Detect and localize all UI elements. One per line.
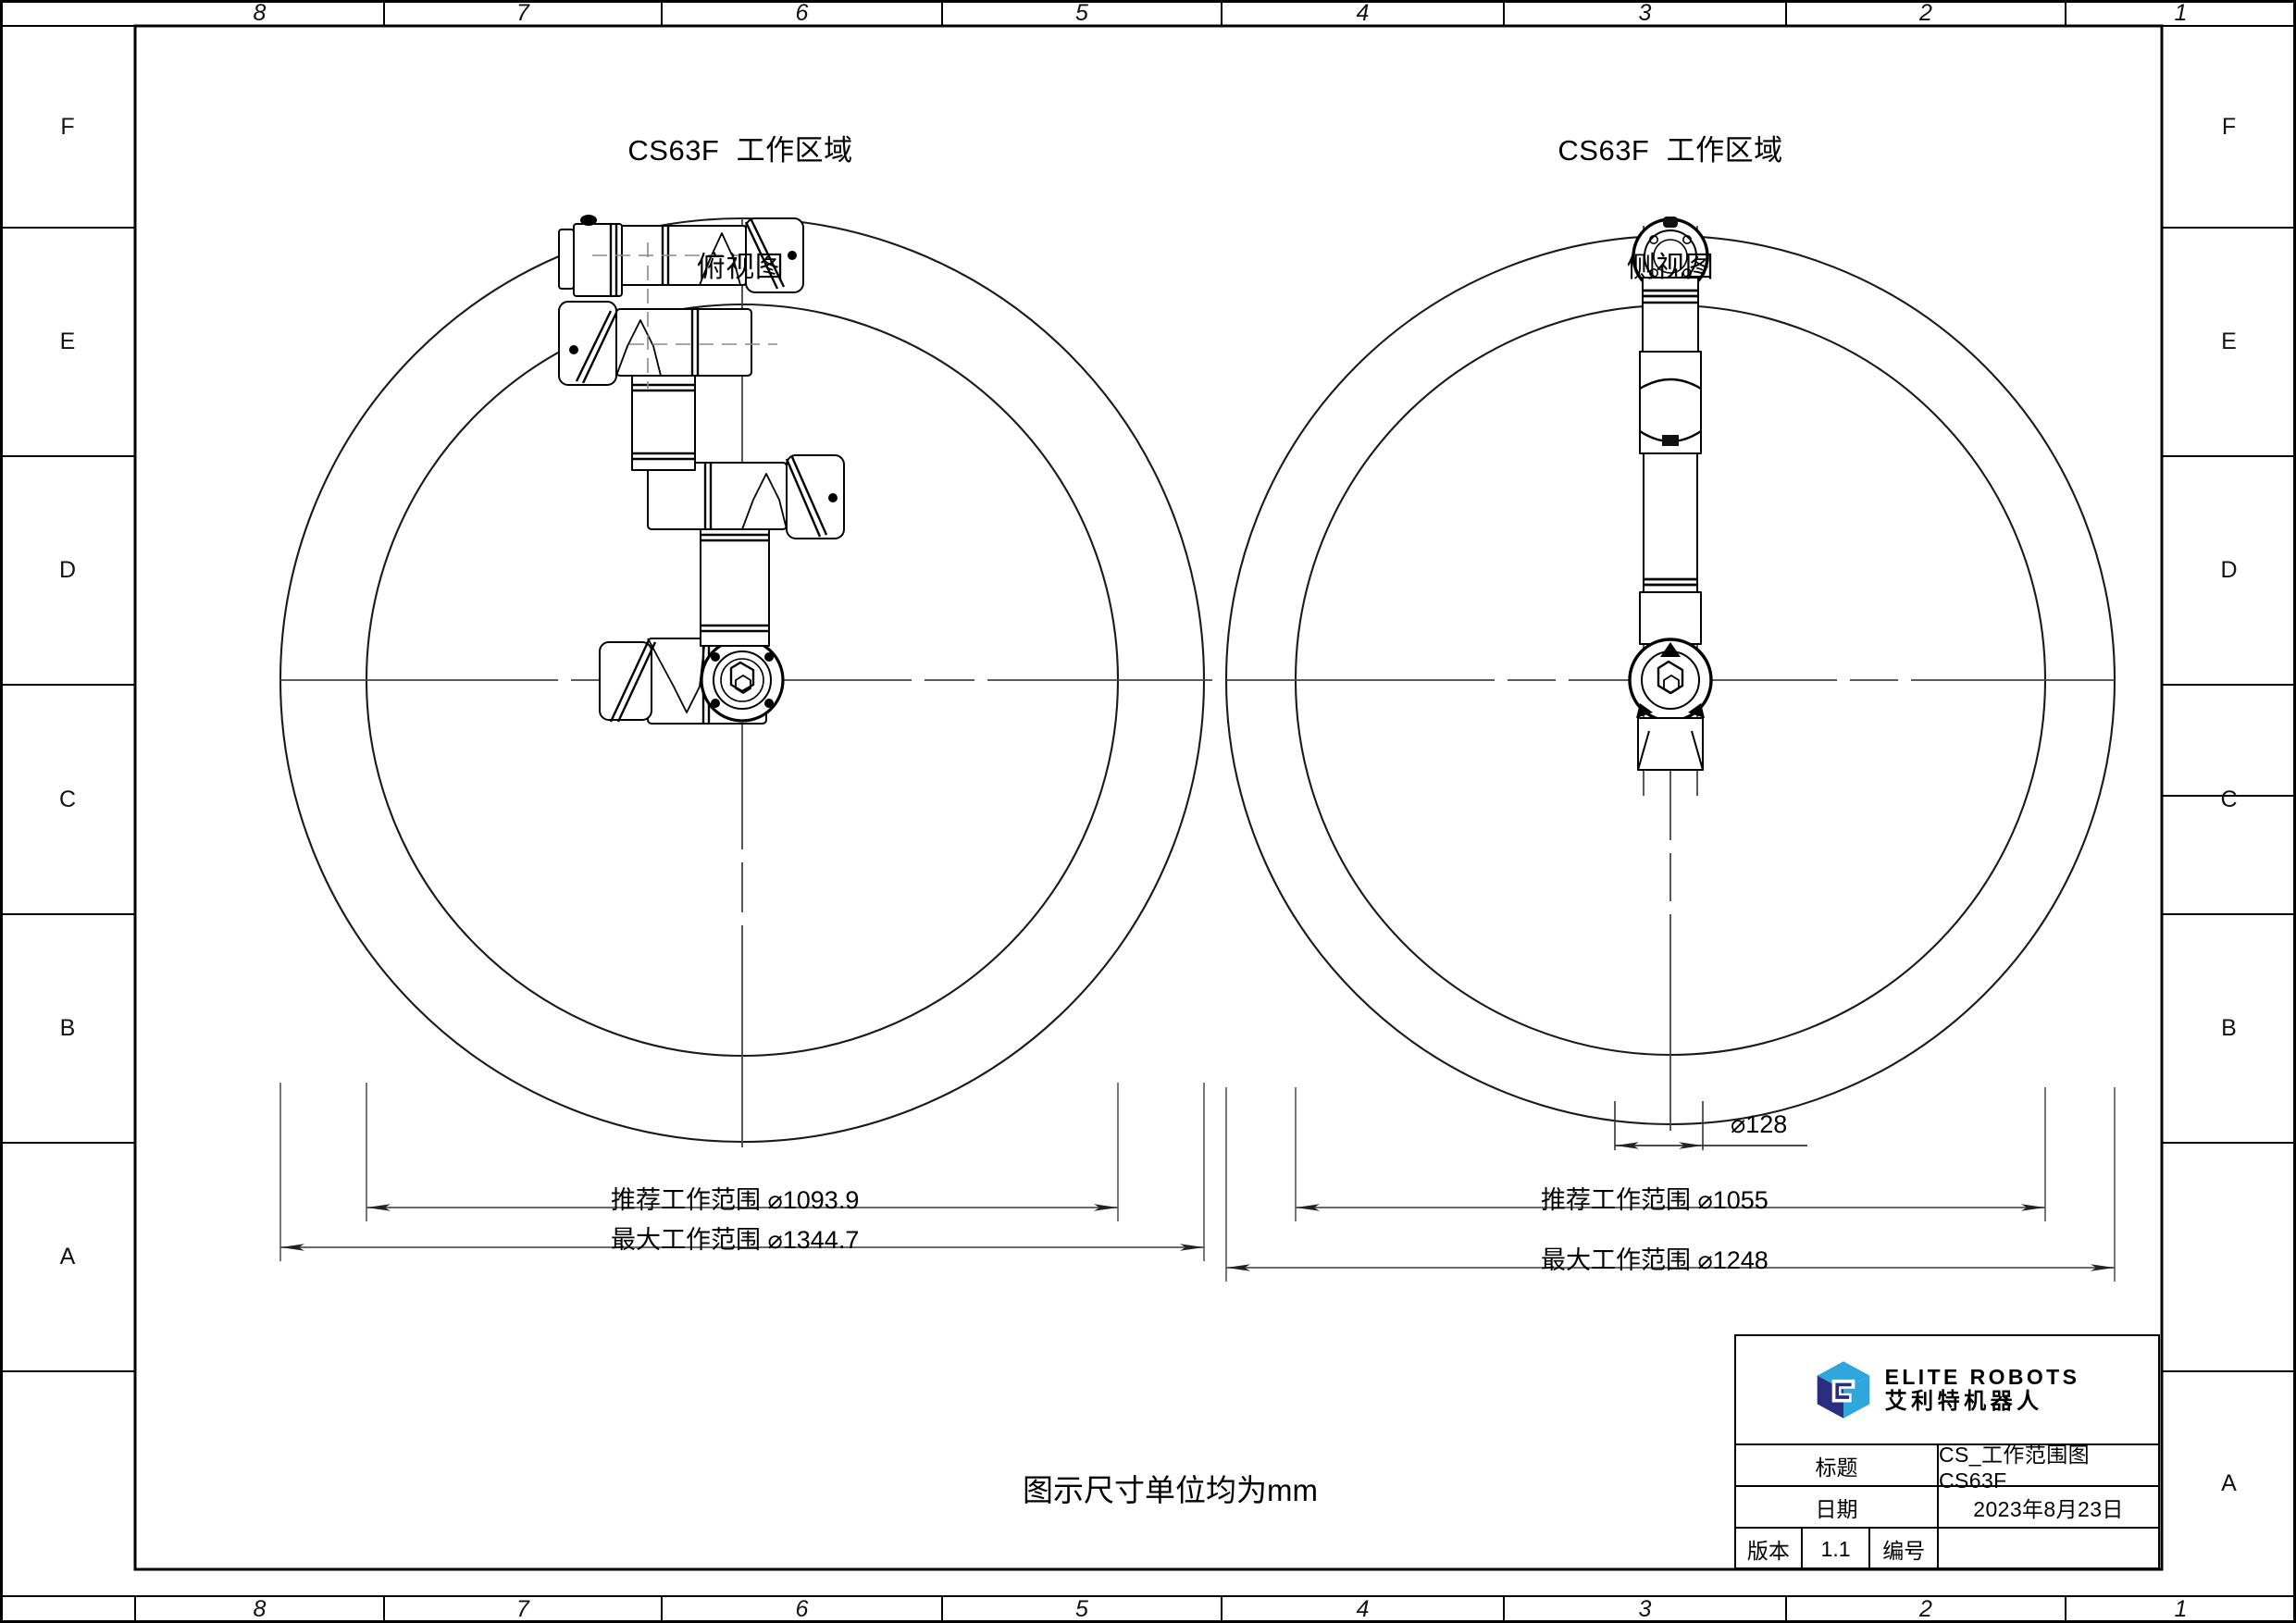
zone-col-top-8: 8	[253, 0, 267, 26]
top-view-dim-recommended-label: 推荐工作范围 ⌀1093.9	[611, 1186, 860, 1214]
zone-col-bottom-4: 4	[1356, 1596, 1370, 1622]
zone-col-top-4: 4	[1356, 0, 1370, 26]
zone-col-top-6: 6	[795, 0, 809, 26]
zone-col-top-5: 5	[1075, 0, 1088, 26]
top-view-title-line1: CS63F 工作区域	[627, 134, 853, 167]
top-view-title-line2: 俯视图	[696, 251, 785, 283]
title-block-row-title: 标题 CS_工作范围图 CS63F	[1736, 1443, 2158, 1493]
side-view-title: CS63F 工作区域 侧视图	[1485, 54, 1855, 365]
title-block-row-date: 日期 2023年8月23日	[1736, 1487, 2158, 1529]
zone-row-left-D: D	[58, 557, 77, 583]
side-view-dim-base-label: ⌀128	[1731, 1110, 1788, 1138]
zone-row-left-E: E	[59, 328, 76, 354]
zone-col-bottom-3: 3	[1638, 1596, 1652, 1622]
zone-row-right-A: A	[2221, 1470, 2237, 1496]
zone-row-left-B: B	[59, 1015, 76, 1041]
zone-row-left-F: F	[60, 113, 75, 140]
title-block-row-version: 版本 1.1 编号	[1736, 1529, 2158, 1569]
zone-col-bottom-1: 1	[2174, 1596, 2188, 1622]
top-view-dim-maximum-label: 最大工作范围 ⌀1344.7	[611, 1226, 860, 1254]
elite-robots-cube-icon	[1817, 1361, 1869, 1419]
zone-col-bottom-5: 5	[1075, 1596, 1088, 1622]
zone-col-bottom-2: 2	[1919, 1596, 1932, 1622]
logo-text-chinese: 艾利特机器人	[1884, 1388, 2043, 1414]
zone-col-top-7: 7	[516, 0, 529, 26]
logo-text: ELITE ROBOTS 艾利特机器人	[1884, 1364, 2080, 1415]
zone-col-top-2: 2	[1919, 0, 1932, 26]
zone-row-right-E: E	[2221, 328, 2237, 354]
version-value: 1.1	[1803, 1529, 1871, 1569]
side-view-dim-recommended-label: 推荐工作范围 ⌀1055	[1541, 1186, 1769, 1214]
zone-row-right-B: B	[2221, 1015, 2237, 1041]
side-view-dim-maximum-label: 最大工作范围 ⌀1248	[1541, 1246, 1769, 1274]
zone-row-right-C: C	[2220, 786, 2238, 812]
number-value	[1939, 1529, 2158, 1569]
date-label: 日期	[1736, 1487, 1940, 1527]
top-view-title: CS63F 工作区域 俯视图	[555, 54, 925, 365]
company-logo: ELITE ROBOTS 艾利特机器人	[1736, 1336, 2158, 1445]
units-note: 图示尺寸单位均为mm	[1023, 1473, 1318, 1507]
zone-row-right-D: D	[2220, 557, 2238, 583]
side-view-geometry	[1224, 217, 2116, 1282]
side-view-title-line2: 侧视图	[1626, 251, 1715, 283]
zone-col-top-3: 3	[1638, 0, 1652, 26]
title-block: ELITE ROBOTS 艾利特机器人 标题 CS_工作范围图 CS63F 日期…	[1734, 1334, 2160, 1569]
zone-col-top-1: 1	[2174, 0, 2188, 26]
number-label: 编号	[1870, 1529, 1940, 1569]
top-view-geometry	[279, 215, 1212, 1261]
side-view-title-line1: CS63F 工作区域	[1558, 134, 1783, 167]
zone-col-bottom-6: 6	[795, 1596, 809, 1622]
zone-col-bottom-7: 7	[516, 1596, 529, 1622]
title-label: 标题	[1736, 1445, 1940, 1485]
logo-text-english: ELITE ROBOTS	[1884, 1364, 2080, 1389]
date-value: 2023年8月23日	[1973, 1496, 2124, 1521]
zone-row-left-C: C	[58, 786, 77, 812]
zone-row-right-F: F	[2221, 113, 2237, 140]
title-value: CS_工作范围图 CS63F	[1939, 1443, 2090, 1493]
version-label: 版本	[1736, 1529, 1803, 1569]
zone-col-bottom-8: 8	[253, 1596, 267, 1622]
zone-row-left-A: A	[59, 1244, 76, 1270]
